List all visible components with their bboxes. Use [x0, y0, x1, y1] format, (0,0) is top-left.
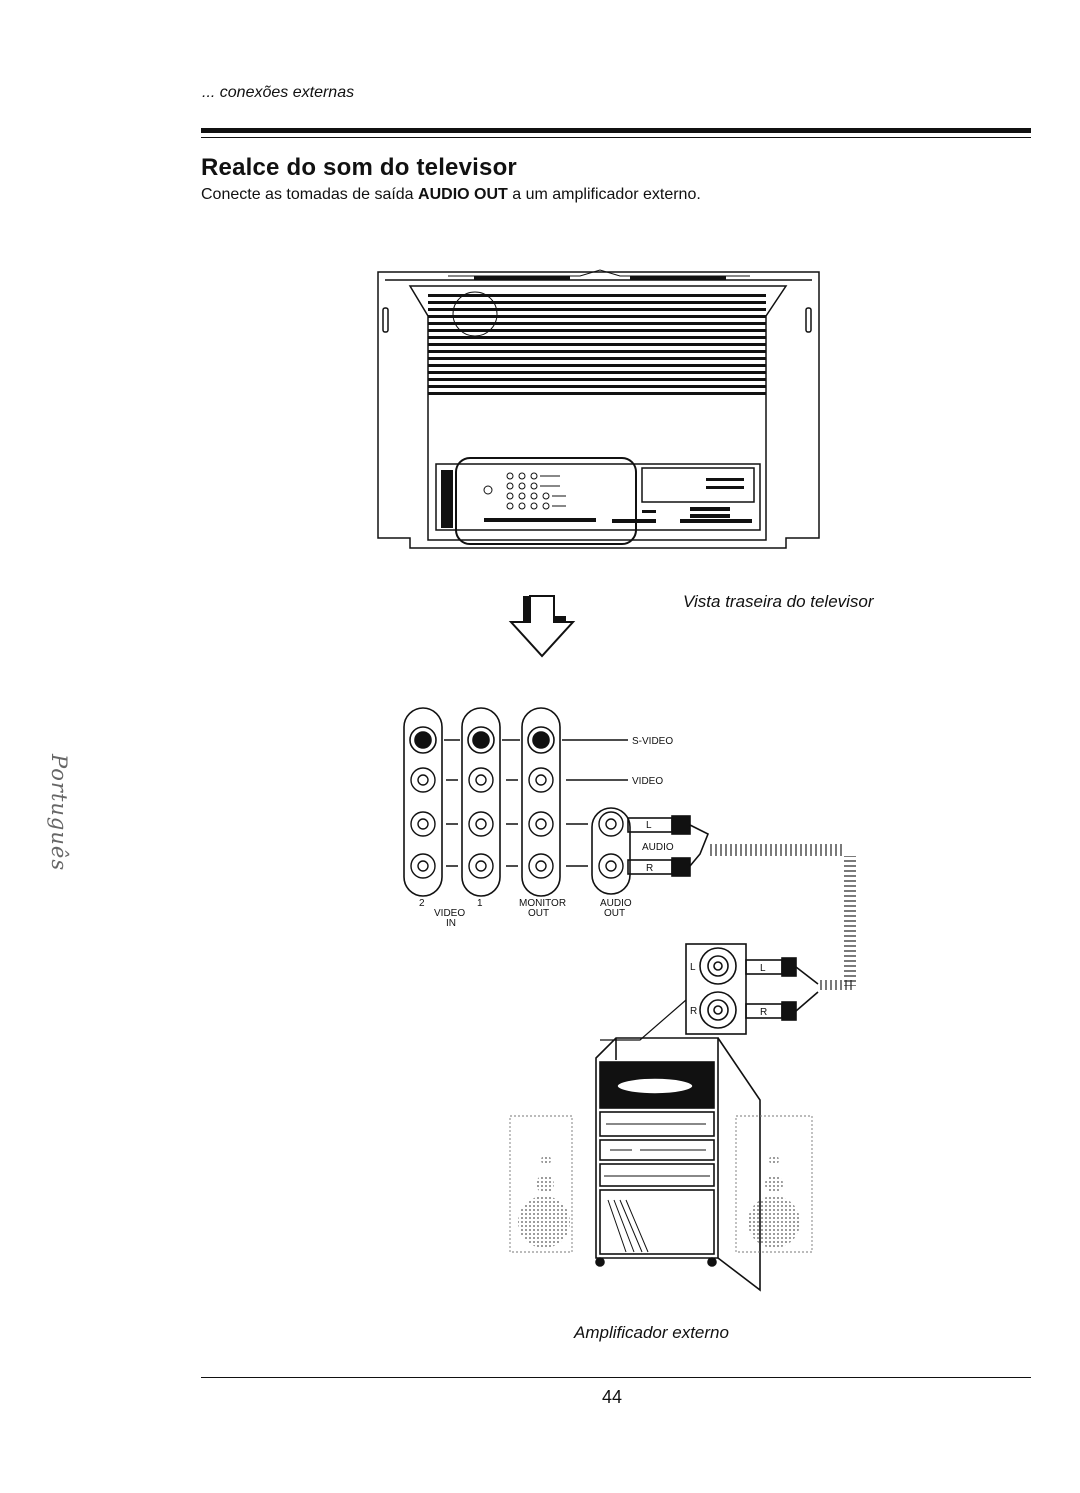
hifi-cabinet — [595, 1037, 761, 1292]
video-label: VIDEO — [632, 776, 663, 787]
amp-right-label: R — [690, 1006, 697, 1017]
amp-left-label: L — [690, 962, 696, 973]
tv-jack-panel — [403, 707, 710, 897]
tv-rear-view — [377, 269, 820, 549]
video-in-in-label: IN — [446, 918, 456, 929]
page-title: Realce do som do televisor — [201, 154, 517, 181]
tv-vent-grille — [428, 294, 766, 395]
input-2-label: 2 — [419, 898, 425, 909]
audio-out-out-label: OUT — [604, 908, 625, 919]
amp-plug-right-label: R — [760, 1007, 767, 1018]
instruction-before: Conecte as tomadas de saída — [201, 186, 414, 203]
footer-rule — [201, 1377, 1031, 1378]
input-1-label: 1 — [477, 898, 483, 909]
monitor-out-out-label: OUT — [528, 908, 549, 919]
speaker-left — [509, 1115, 573, 1253]
header-rule-thin — [201, 137, 1031, 138]
video-in-video-label: VIDEO — [434, 908, 465, 919]
running-header: ... conexões externas — [202, 84, 355, 101]
header-rule-thick — [201, 128, 1031, 133]
svideo-label: S-VIDEO — [632, 736, 673, 747]
audio-out-audio-label: AUDIO — [600, 898, 632, 909]
instruction-after: a um amplificador externo. — [512, 186, 701, 203]
plug-left-label: L — [646, 820, 652, 831]
instruction-text: Conecte as tomadas de saída AUDIO OUT a … — [201, 186, 701, 204]
instruction-emphasis: AUDIO OUT — [418, 186, 508, 203]
rear-view-caption: Vista traseira do televisor — [683, 592, 874, 611]
down-arrow-icon — [508, 595, 576, 658]
amp-plug-left-label: L — [760, 963, 766, 974]
speaker-right — [735, 1115, 813, 1253]
monitor-out-monitor-label: MONITOR — [519, 898, 566, 909]
audio-label: AUDIO — [642, 842, 674, 853]
audio-cable — [708, 844, 844, 856]
amplifier-input-panel — [600, 943, 819, 1041]
plug-right-label: R — [646, 863, 653, 874]
page-number: 44 — [602, 1387, 623, 1407]
svideo-jacks — [409, 726, 555, 754]
amplifier-caption: Amplificador externo — [574, 1323, 729, 1342]
